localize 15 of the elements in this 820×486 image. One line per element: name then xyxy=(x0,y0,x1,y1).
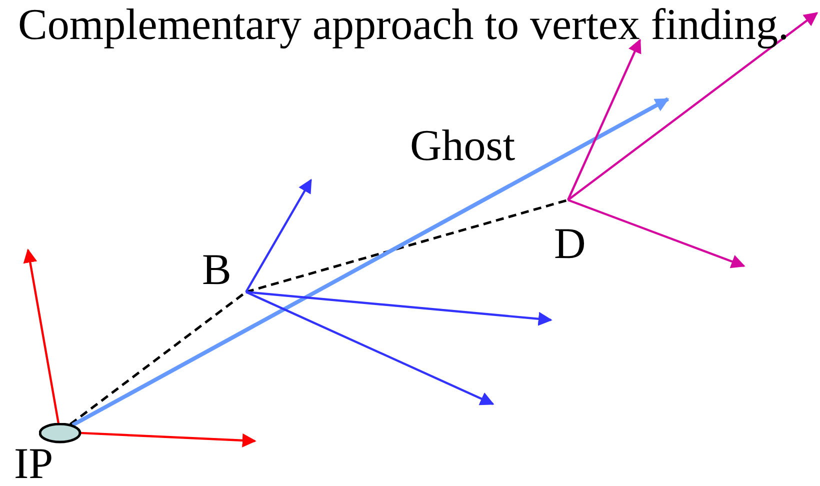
track-arrow xyxy=(246,290,552,326)
vertex-label: B xyxy=(202,248,232,292)
track-arrow xyxy=(568,198,746,268)
track-arrow xyxy=(246,291,494,406)
track-arrow xyxy=(23,248,60,424)
track-arrow xyxy=(567,38,642,200)
track-arrow xyxy=(567,12,818,201)
dashed-line xyxy=(246,198,568,294)
track-arrow xyxy=(72,97,670,427)
track-arrow xyxy=(245,178,312,293)
edge-label: Ghost xyxy=(410,124,516,168)
track-arrow xyxy=(80,432,256,448)
title: Complementary approach to vertex finding. xyxy=(18,2,790,48)
vertex-label: D xyxy=(554,222,586,266)
vertex-label: IP xyxy=(14,442,54,486)
